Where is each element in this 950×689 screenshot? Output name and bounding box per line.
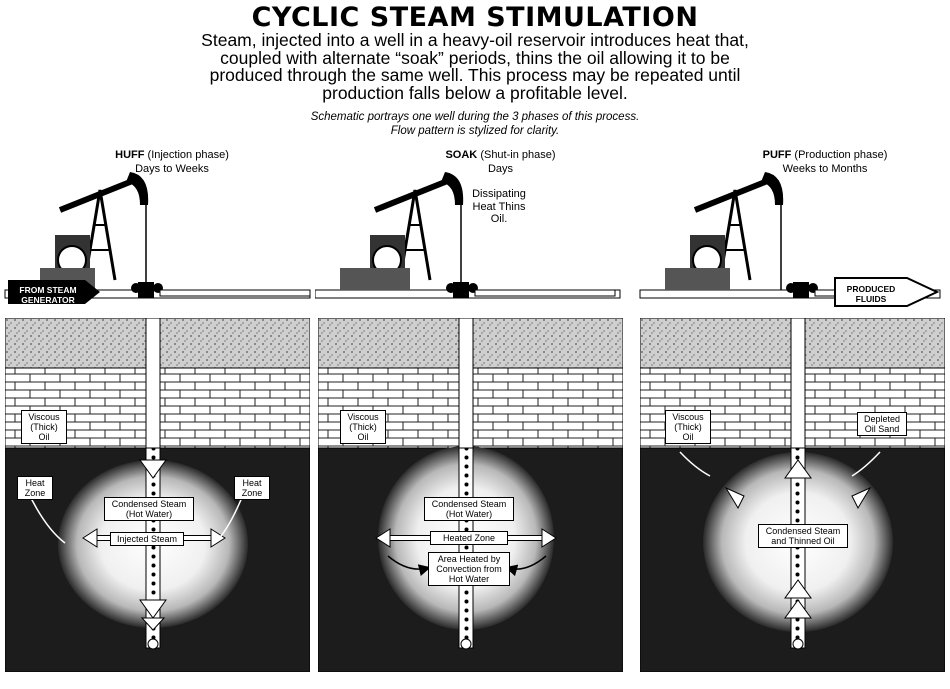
huff-pumpjack	[4, 172, 311, 304]
from-steam-generator-tag: FROM STEAM GENERATOR	[19, 285, 77, 305]
diagram-title: CYCLIC STEAM STIMULATION	[251, 2, 699, 33]
intro-line: coupled with alternate “soak” periods, t…	[220, 47, 730, 68]
produced-fluids-tag: PRODUCED FLUIDS	[846, 284, 896, 304]
phase-name: HUFF	[115, 149, 145, 161]
soak-note: Dissipating Heat Thins Oil.	[472, 188, 526, 225]
schematic-note: Schematic portrays one well during the 3…	[250, 111, 700, 138]
phase-name: SOAK	[445, 149, 478, 161]
intro-line: Steam, injected into a well in a heavy-o…	[201, 30, 749, 50]
phase-subtitle: (Shut-in phase)	[480, 149, 556, 161]
injected-steam-label: Injected Steam	[110, 532, 184, 546]
intro-line: produced through the same well. This pro…	[209, 65, 741, 85]
viscous-oil-label: Viscous (Thick) Oil	[340, 410, 386, 444]
heated-zone-label: Heated Zone	[430, 531, 508, 545]
heat-zone-label-left: Heat Zone	[17, 476, 53, 500]
soak-heading: SOAK (Shut-in phase) Days	[413, 148, 588, 176]
intro-line: production falls below a profitable leve…	[322, 82, 628, 103]
phase-name: PUFF	[762, 149, 792, 161]
note-line: Flow pattern is stylized for clarity.	[390, 124, 560, 137]
viscous-oil-label: Viscous (Thick) Oil	[21, 410, 67, 444]
condensed-steam-thinned-oil-label: Condensed Steam and Thinned Oil	[758, 524, 848, 548]
viscous-oil-label: Viscous (Thick) Oil	[665, 410, 711, 444]
depleted-oil-sand-label: Depleted Oil Sand	[857, 412, 907, 436]
phase-duration: Weeks to Months	[782, 163, 868, 175]
note-line: Schematic portrays one well during the 3…	[310, 111, 640, 123]
puff-pumpjack	[639, 172, 941, 307]
condensed-steam-label: Condensed Steam (Hot Water)	[424, 497, 514, 521]
convection-area-label: Area Heated by Convection from Hot Water	[428, 552, 510, 586]
phase-subtitle: (Injection phase)	[147, 149, 229, 161]
phase-subtitle: (Production phase)	[794, 149, 888, 161]
huff-heading: HUFF (Injection phase) Days to Weeks	[82, 148, 262, 176]
puff-cross-section	[640, 318, 945, 672]
phase-duration: Days to Weeks	[135, 163, 209, 175]
soak-cross-section	[318, 318, 623, 672]
phase-duration: Days	[487, 163, 514, 175]
intro-text: Steam, injected into a well in a heavy-o…	[175, 30, 775, 103]
soak-pumpjack	[315, 172, 621, 299]
heat-zone-label-right: Heat Zone	[234, 476, 270, 500]
puff-heading: PUFF (Production phase) Weeks to Months	[735, 148, 915, 176]
condensed-steam-label: Condensed Steam (Hot Water)	[104, 497, 194, 521]
